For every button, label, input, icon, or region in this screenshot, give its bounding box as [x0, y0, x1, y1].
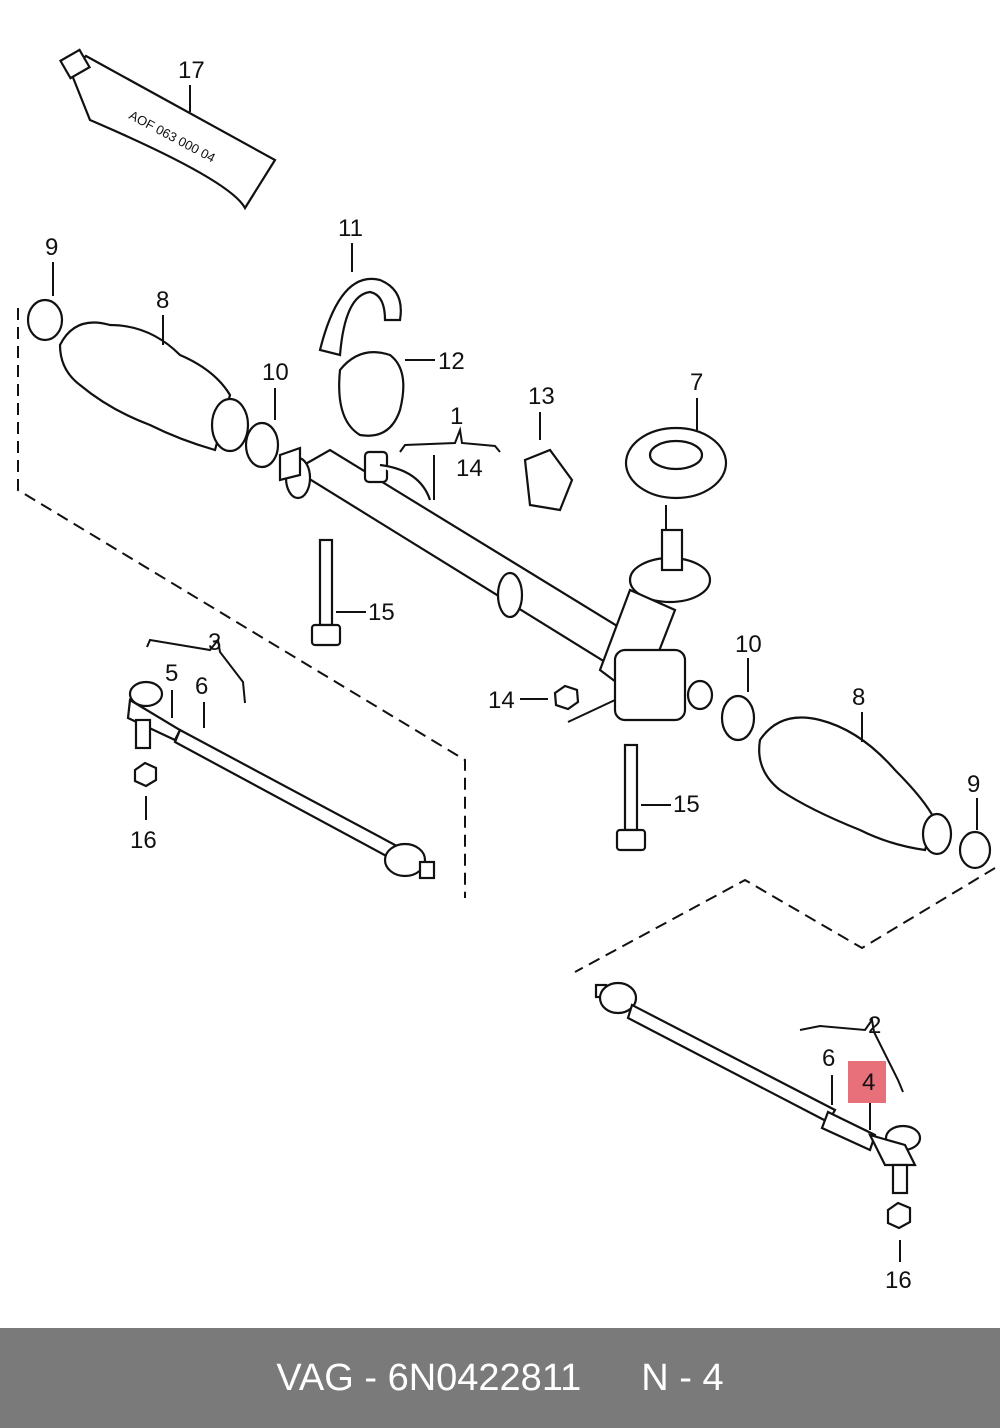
tie-rod-left	[173, 728, 436, 880]
tie-rod-right	[594, 981, 837, 1124]
label-16-left: 16	[130, 827, 157, 854]
label-9-left: 9	[45, 234, 58, 261]
label-8-left: 8	[156, 287, 169, 314]
clamp-10-right	[720, 694, 756, 742]
bolt-15-right	[615, 743, 647, 852]
bolt-15-left	[310, 538, 342, 647]
pinion-housing	[598, 528, 714, 722]
clamp-10-left	[244, 421, 280, 469]
bellows-boot-right	[758, 716, 937, 852]
hose-clamp-left	[26, 298, 64, 342]
label-10-right: 10	[735, 631, 762, 658]
label-17: 17	[178, 57, 205, 84]
highlight-box	[848, 1061, 886, 1103]
dashed-guide-left	[17, 308, 466, 898]
nut-14	[553, 684, 580, 711]
label-2: 2	[868, 1012, 881, 1039]
dashed-guide-right	[574, 867, 996, 973]
label-15-left: 15	[368, 599, 395, 626]
tie-rod-end-right	[820, 1110, 922, 1230]
label-7: 7	[690, 369, 703, 396]
label-3: 3	[208, 629, 221, 656]
retaining-plate	[523, 448, 574, 512]
label-13: 13	[528, 383, 555, 410]
steering-rack-exploded-diagram: AOF 063 000 04 17 9 8 10 11 12 1 14 13 7	[17, 48, 996, 1294]
footer-bar: VAG - 6N0422811 N - 4	[0, 1328, 1000, 1428]
label-12: 12	[438, 348, 465, 375]
part-reference: VAG - 6N0422811	[276, 1356, 582, 1399]
label-6-left: 6	[195, 673, 208, 700]
rack-housing	[278, 446, 642, 667]
label-9-right: 9	[967, 771, 980, 798]
position-reference: N - 4	[641, 1356, 724, 1399]
label-8-right: 8	[852, 684, 865, 711]
label-16-right: 16	[885, 1267, 912, 1294]
label-14-top: 14	[456, 455, 483, 482]
label-5: 5	[165, 660, 178, 687]
grease-tube: AOF 063 000 04	[58, 48, 277, 211]
rubber-mount	[338, 351, 405, 437]
label-1: 1	[450, 403, 463, 430]
label-14-bottom: 14	[488, 687, 515, 714]
label-4: 4	[862, 1069, 875, 1096]
label-11: 11	[338, 215, 363, 242]
bellows-boot-left	[58, 321, 232, 452]
label-6-right: 6	[822, 1045, 835, 1072]
label-15-right: 15	[673, 791, 700, 818]
mounting-clamp	[318, 277, 402, 357]
label-10-left: 10	[262, 359, 289, 386]
hose-clamp-right	[958, 830, 992, 870]
